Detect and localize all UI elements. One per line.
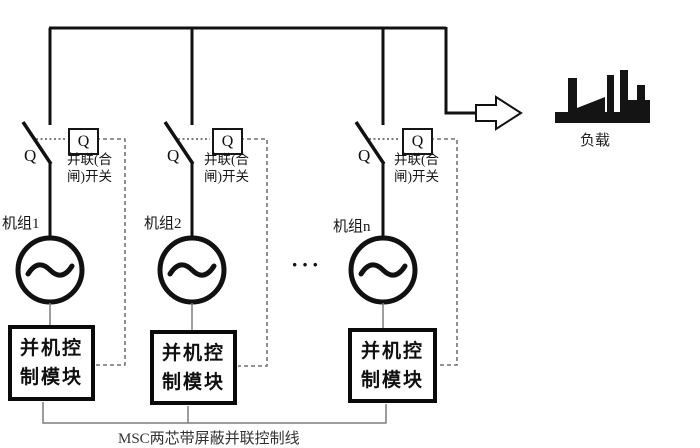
unit-1-breaker-caption: 并联(合 闸)开关: [67, 151, 112, 185]
unit-n-switch-q-label: Q: [358, 146, 371, 165]
unit-2-module-line1: 并机控: [161, 342, 225, 364]
unit-n-name-label: 机组n: [333, 219, 371, 235]
load-label: 负载: [579, 133, 610, 149]
unit-n-breaker-box-label: Q: [411, 133, 424, 150]
unit-2-switch-q-label: Q: [167, 146, 180, 165]
unit-1-control-module-box: 并机控 制模块: [8, 325, 95, 401]
unit-n-wiring: [348, 28, 458, 366]
unit-1-breaker-caption-line1: 并联(合: [67, 152, 112, 167]
unit-1-breaker-box-label: Q: [77, 133, 90, 150]
unit-n-breaker-box: Q: [402, 128, 433, 155]
unit-1-switch-q-label: Q: [24, 146, 37, 165]
unit-2-breaker-box-label: Q: [221, 133, 234, 150]
unit-2-name-label: 机组2: [144, 216, 182, 232]
unit-n-sine-icon: [358, 262, 408, 278]
unit-2-sine-icon: [167, 262, 217, 278]
flow-arrow-icon: [475, 95, 523, 131]
unit-1-module-line2: 制模块: [19, 367, 83, 388]
unit-1-sine-icon: [25, 262, 75, 278]
unit-n-breaker-caption-line2: 闸)开关: [394, 169, 439, 184]
unit-2-breaker-box: Q: [212, 128, 243, 155]
unit-2-module-line2: 制模块: [161, 371, 225, 393]
unit-2-switch-blade-icon: [163, 121, 195, 165]
unit-2-breaker-caption-line2: 闸)开关: [204, 169, 249, 184]
unit-n-module-line2: 制模块: [360, 369, 424, 391]
unit-2-breaker-caption: 并联(合 闸)开关: [204, 151, 249, 185]
unit-1-switch-blade-icon: [21, 121, 53, 165]
unit-n-control-module-box: 并机控 制模块: [348, 328, 437, 403]
unit-2-control-module-box: 并机控 制模块: [150, 330, 237, 405]
unit-1-wiring: [15, 28, 126, 366]
unit-n-control-dashed-line: [430, 138, 458, 366]
unit-n-breaker-caption: 并联(合 闸)开关: [394, 151, 439, 185]
more-units-ellipsis: ···: [291, 252, 323, 277]
unit-1-control-dashed-line: [96, 138, 126, 366]
unit-n-breaker-caption-line1: 并联(合: [394, 152, 439, 167]
unit-2-breaker-caption-line1: 并联(合: [204, 152, 249, 167]
unit-1-breaker-box: Q: [68, 128, 99, 155]
msc-bus-caption: MSC两芯带屏蔽并联控制线: [118, 431, 300, 447]
unit-2-control-dashed-line: [238, 138, 268, 367]
load-factory-icon: [555, 70, 650, 123]
unit-1-module-line1: 并机控: [19, 338, 83, 359]
unit-1-breaker-caption-line2: 闸)开关: [67, 169, 112, 184]
unit-1-name-label: 机组1: [2, 216, 40, 232]
unit-n-module-line1: 并机控: [360, 340, 424, 362]
unit-n-switch-blade-icon: [354, 121, 386, 165]
load-feeder-line: [444, 27, 476, 115]
unit-2-wiring: [157, 28, 268, 367]
msc-bus-line: [42, 402, 387, 424]
